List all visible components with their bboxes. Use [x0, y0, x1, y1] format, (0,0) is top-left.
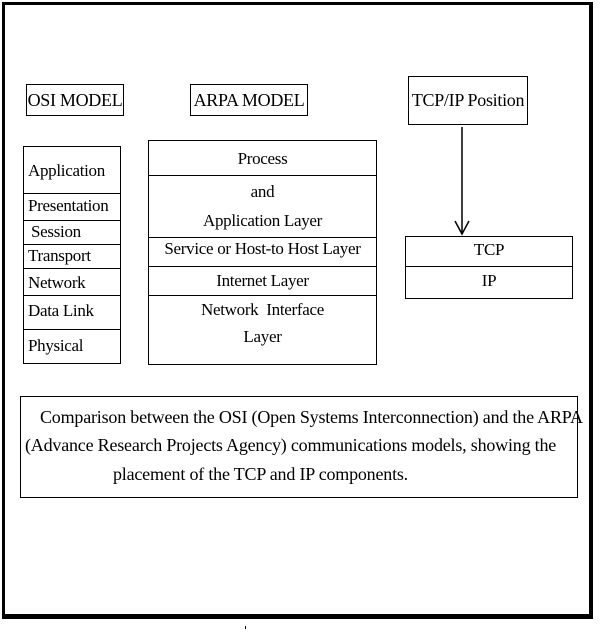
- caption-line-1: Comparison between the OSI (Open Systems…: [40, 407, 583, 427]
- arpa-application-divider: [149, 175, 376, 176]
- arpa-internet-layer: Internet Layer: [149, 266, 376, 295]
- osi-layer-network: Network: [24, 268, 120, 295]
- osi-layer-session: Session: [24, 220, 120, 244]
- arpa-application-layer-label: Application Layer: [202, 211, 323, 230]
- diagram-frame: [2, 2, 593, 619]
- tcpip-position-title: TCP/IP Position: [408, 76, 528, 125]
- arpa-model-title: ARPA MODEL: [190, 84, 308, 116]
- tcp-ip-stack: TCP IP: [405, 236, 573, 299]
- tcp-component: TCP: [473, 240, 505, 259]
- osi-layer-transport: Transport: [24, 244, 120, 268]
- arpa-layer-label: Layer: [243, 327, 282, 346]
- arpa-and-label: and: [250, 182, 275, 201]
- osi-layer-physical: Physical: [24, 329, 120, 365]
- caption-line-2: (Advance Research Projects Agency) commu…: [25, 435, 557, 455]
- stray-mark: [245, 626, 246, 629]
- arpa-layer-stack: Process and Application Layer Service or…: [148, 140, 377, 365]
- tcpip-position-arrow: [454, 127, 470, 236]
- osi-model-title: OSI MODEL: [26, 84, 124, 116]
- ip-component: IP: [406, 266, 572, 300]
- arpa-network-interface-label: Network Interface: [201, 300, 324, 319]
- osi-layer-stack: Application Presentation Session Transpo…: [23, 146, 121, 364]
- arpa-network-interface-layer: Network Interface Layer: [149, 295, 376, 366]
- arpa-host-to-host-layer: Service or Host-to Host Layer: [149, 237, 376, 266]
- arpa-process-label: Process: [237, 149, 288, 168]
- osi-layer-presentation: Presentation: [24, 193, 120, 220]
- caption-box: Comparison between the OSI (Open Systems…: [20, 396, 583, 498]
- osi-layer-data-link: Data Link: [24, 295, 120, 329]
- caption-line-3: placement of the TCP and IP components.: [113, 464, 408, 484]
- osi-layer-application: Application: [28, 161, 105, 180]
